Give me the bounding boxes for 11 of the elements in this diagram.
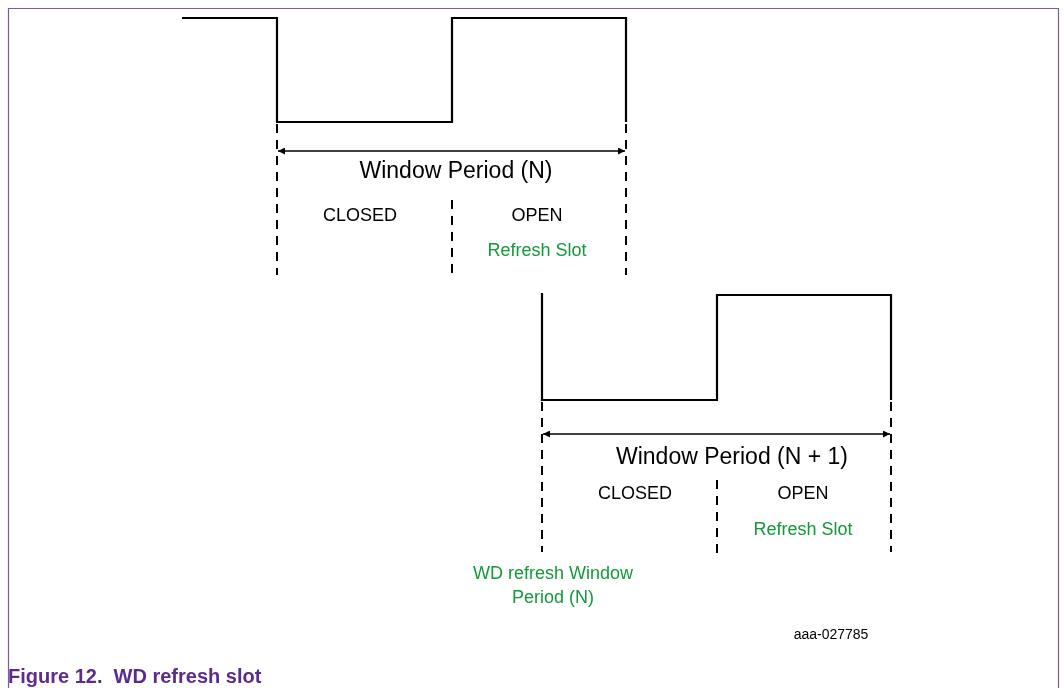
state-label: OPEN (511, 203, 563, 227)
slot-label: Refresh Slot (487, 238, 587, 262)
figure-caption: Figure 12. WD refresh slot (8, 665, 262, 688)
figure-id: aaa-027785 (793, 624, 869, 644)
state-label: CLOSED (323, 203, 397, 227)
period-label: Window Period (N) (359, 156, 553, 186)
state-label: CLOSED (598, 481, 672, 505)
state-label: OPEN (777, 481, 829, 505)
period-label: Window Period (N + 1) (616, 442, 848, 472)
annotation-text: WD refresh Window Period (N) (472, 561, 634, 609)
slot-label: Refresh Slot (753, 517, 853, 541)
